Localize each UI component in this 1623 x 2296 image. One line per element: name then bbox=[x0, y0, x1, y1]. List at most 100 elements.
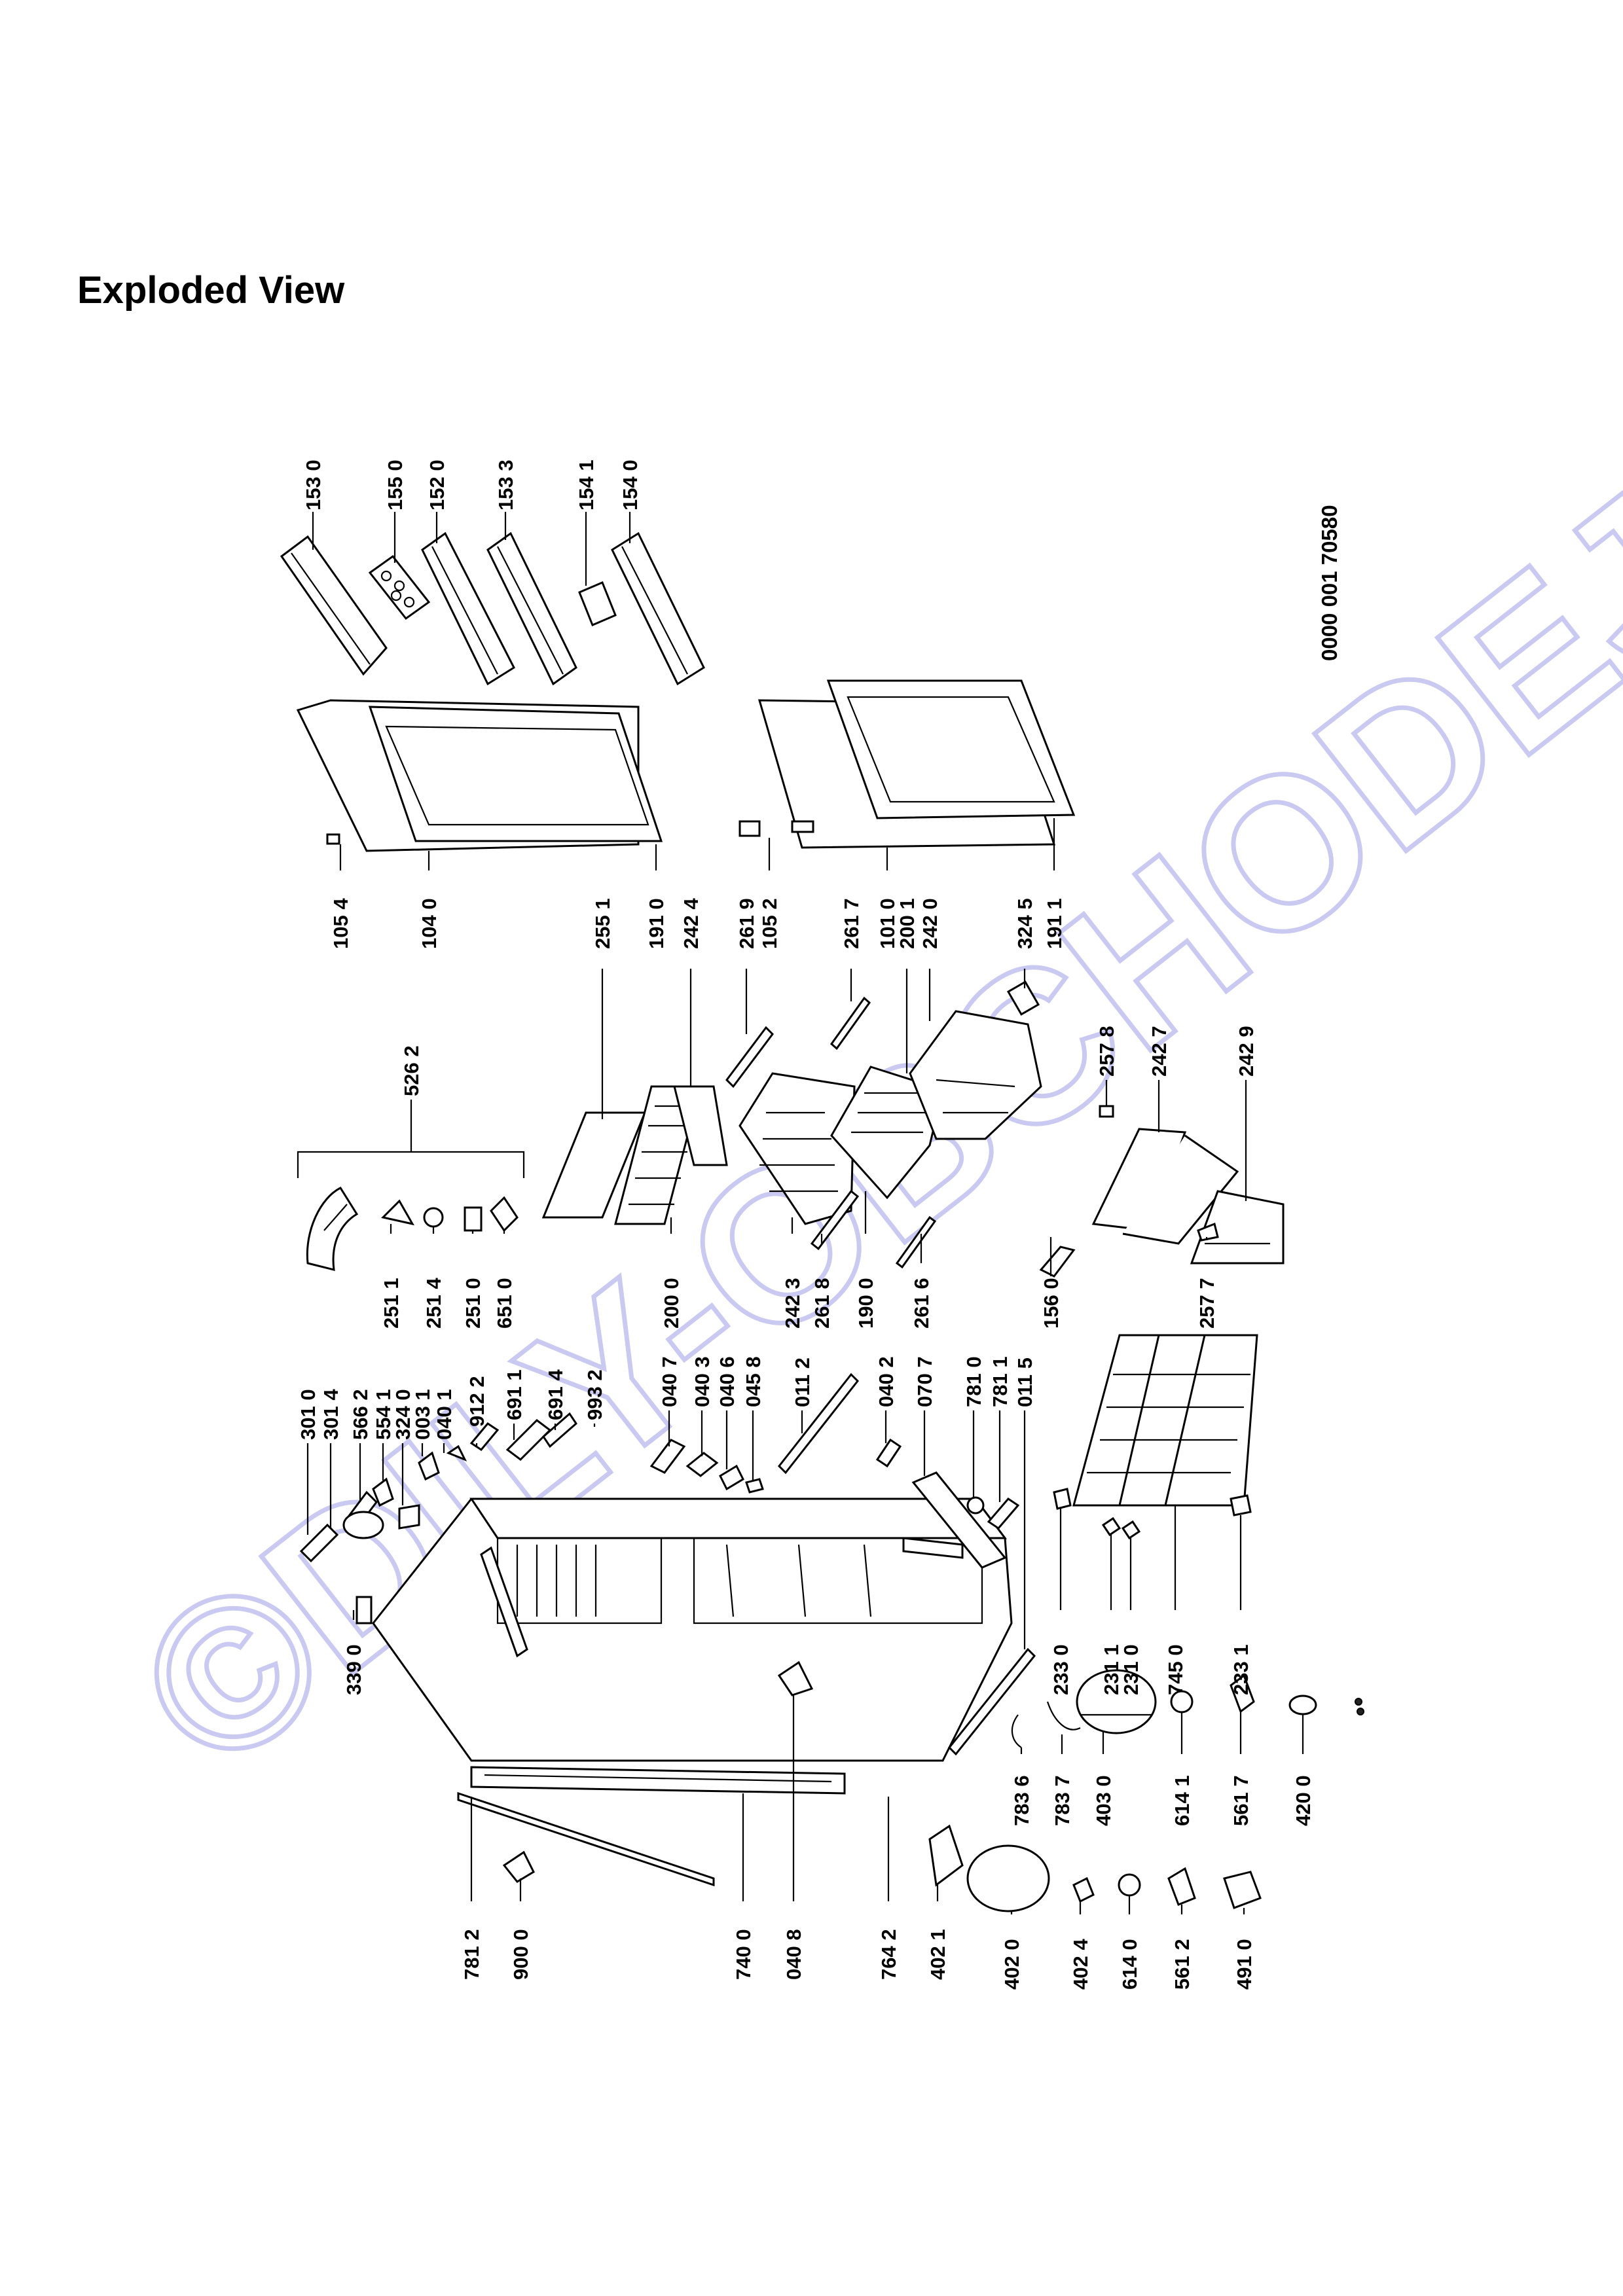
svg-text:154 0: 154 0 bbox=[619, 459, 642, 511]
bracket-0408 bbox=[777, 1660, 814, 1696]
freezer-basket-2429 bbox=[1190, 1190, 1285, 1265]
svg-text:156 0: 156 0 bbox=[1040, 1278, 1063, 1329]
svg-text:566 2: 566 2 bbox=[349, 1389, 372, 1440]
svg-text:783 6: 783 6 bbox=[1010, 1775, 1033, 1826]
label-104-0: 104 0 bbox=[418, 851, 441, 949]
label-156-0: 156 0 bbox=[1040, 1237, 1063, 1329]
svg-text:070 7: 070 7 bbox=[913, 1356, 936, 1407]
small-parts-left bbox=[299, 1412, 577, 1624]
svg-text:261 9: 261 9 bbox=[735, 898, 758, 949]
label-402-4: 402 4 bbox=[1069, 1901, 1092, 1990]
door-bin-1533 bbox=[486, 531, 577, 686]
label-257-7: 257 7 bbox=[1195, 1237, 1218, 1329]
label-900-0: 900 0 bbox=[509, 1878, 532, 1980]
pipe-7812 bbox=[457, 1791, 715, 1887]
label-526-2: 526 2 bbox=[400, 1045, 423, 1152]
label-324-5: 324 5 bbox=[1013, 898, 1036, 988]
label-783-7: 783 7 bbox=[1051, 1734, 1074, 1826]
compressor-4020 bbox=[928, 1824, 1050, 1912]
thermostat-group-5262 bbox=[297, 1151, 525, 1271]
label-554-1: 554 1 bbox=[372, 1389, 395, 1480]
label-233-1: 233 1 bbox=[1230, 1515, 1252, 1695]
label-403-0: 403 0 bbox=[1092, 1731, 1115, 1826]
label-561-2: 561 2 bbox=[1171, 1905, 1194, 1990]
svg-text:912 2: 912 2 bbox=[465, 1376, 488, 1427]
freezer-basket-2427 bbox=[1091, 1128, 1239, 1245]
label-781-1: 781 1 bbox=[989, 1356, 1012, 1502]
egg-tray-1550 bbox=[368, 554, 431, 620]
label-152-0: 152 0 bbox=[426, 459, 448, 543]
page-title: Exploded View bbox=[77, 269, 345, 312]
label-242-4: 242 4 bbox=[680, 898, 702, 1086]
svg-text:242 3: 242 3 bbox=[781, 1278, 804, 1329]
label-324-0: 324 0 bbox=[392, 1389, 414, 1505]
svg-text:691 4: 691 4 bbox=[544, 1369, 567, 1420]
svg-text:651 0: 651 0 bbox=[493, 1278, 516, 1329]
label-651-0: 651 0 bbox=[493, 1230, 516, 1329]
label-257-8: 257 8 bbox=[1095, 1026, 1118, 1106]
svg-text:554 1: 554 1 bbox=[372, 1389, 395, 1440]
label-261-6: 261 6 bbox=[910, 1234, 933, 1329]
label-233-0: 233 0 bbox=[1049, 1509, 1072, 1695]
label-420-0: 420 0 bbox=[1292, 1715, 1315, 1826]
label-242-7: 242 7 bbox=[1148, 1026, 1171, 1132]
svg-text:242 9: 242 9 bbox=[1235, 1026, 1258, 1077]
label-045-8: 045 8 bbox=[742, 1356, 765, 1480]
svg-text:993 2: 993 2 bbox=[583, 1369, 606, 1420]
svg-text:040 2: 040 2 bbox=[875, 1356, 898, 1407]
strip-2616 bbox=[895, 1215, 937, 1269]
label-912-2: 912 2 bbox=[465, 1376, 488, 1446]
label-242-0: 242 0 bbox=[919, 898, 941, 1021]
svg-text:745 0: 745 0 bbox=[1164, 1644, 1187, 1695]
svg-text:003 1: 003 1 bbox=[411, 1389, 434, 1440]
svg-text:691 1: 691 1 bbox=[503, 1369, 526, 1420]
strip-2617 bbox=[830, 996, 871, 1050]
label-781-2: 781 2 bbox=[460, 1797, 483, 1980]
svg-text:040 1: 040 1 bbox=[433, 1389, 456, 1440]
label-200-1: 200 1 bbox=[896, 898, 919, 1073]
label-011-2: 011 2 bbox=[791, 1357, 814, 1433]
svg-text:740 0: 740 0 bbox=[732, 1929, 755, 1980]
svg-text:783 7: 783 7 bbox=[1051, 1775, 1074, 1826]
label-040-3: 040 3 bbox=[691, 1356, 714, 1456]
svg-text:153 3: 153 3 bbox=[494, 459, 517, 511]
part-2578 bbox=[1099, 1105, 1114, 1118]
svg-text:101 0: 101 0 bbox=[876, 898, 899, 949]
label-153-3: 153 3 bbox=[494, 459, 517, 540]
svg-text:045 8: 045 8 bbox=[742, 1356, 765, 1407]
label-261-9: 261 9 bbox=[735, 898, 758, 1034]
svg-text:402 4: 402 4 bbox=[1069, 1939, 1092, 1990]
label-614-1: 614 1 bbox=[1171, 1712, 1194, 1826]
strip-2618 bbox=[810, 1189, 860, 1251]
svg-text:191 1: 191 1 bbox=[1043, 898, 1066, 949]
label-261-8: 261 8 bbox=[811, 1234, 833, 1329]
svg-text:011 5: 011 5 bbox=[1013, 1357, 1036, 1407]
svg-text:324 5: 324 5 bbox=[1013, 898, 1036, 949]
label-255-1: 255 1 bbox=[591, 898, 614, 1119]
label-242-3: 242 3 bbox=[781, 1217, 804, 1329]
svg-text:261 8: 261 8 bbox=[811, 1278, 833, 1329]
document-number: 0000 001 70580 bbox=[1317, 505, 1341, 661]
svg-text:040 6: 040 6 bbox=[716, 1356, 739, 1407]
label-040-6: 040 6 bbox=[716, 1356, 739, 1469]
svg-text:781 0: 781 0 bbox=[962, 1356, 985, 1407]
relay-parts bbox=[1072, 1674, 1364, 1909]
hinges-2619-1052 bbox=[739, 820, 814, 837]
drain-channel-0115 bbox=[947, 1647, 1036, 1756]
svg-text:261 7: 261 7 bbox=[840, 898, 863, 949]
svg-text:231 0: 231 0 bbox=[1120, 1644, 1142, 1695]
part-2577 bbox=[1197, 1222, 1219, 1242]
svg-text:420 0: 420 0 bbox=[1292, 1775, 1315, 1826]
svg-text:231 1: 231 1 bbox=[1100, 1644, 1123, 1695]
svg-text:261 6: 261 6 bbox=[910, 1278, 933, 1329]
label-040-7: 040 7 bbox=[658, 1356, 681, 1446]
svg-text:764 2: 764 2 bbox=[877, 1929, 900, 1980]
freezer-door-1010 bbox=[757, 679, 1076, 849]
door-bin-1540 bbox=[611, 531, 705, 686]
door-bin-1530 bbox=[280, 535, 388, 676]
label-993-2: 993 2 bbox=[583, 1369, 606, 1427]
svg-text:251 4: 251 4 bbox=[422, 1278, 445, 1329]
svg-text:104 0: 104 0 bbox=[418, 898, 441, 949]
svg-text:561 2: 561 2 bbox=[1171, 1939, 1194, 1990]
label-242-9: 242 9 bbox=[1235, 1026, 1258, 1201]
